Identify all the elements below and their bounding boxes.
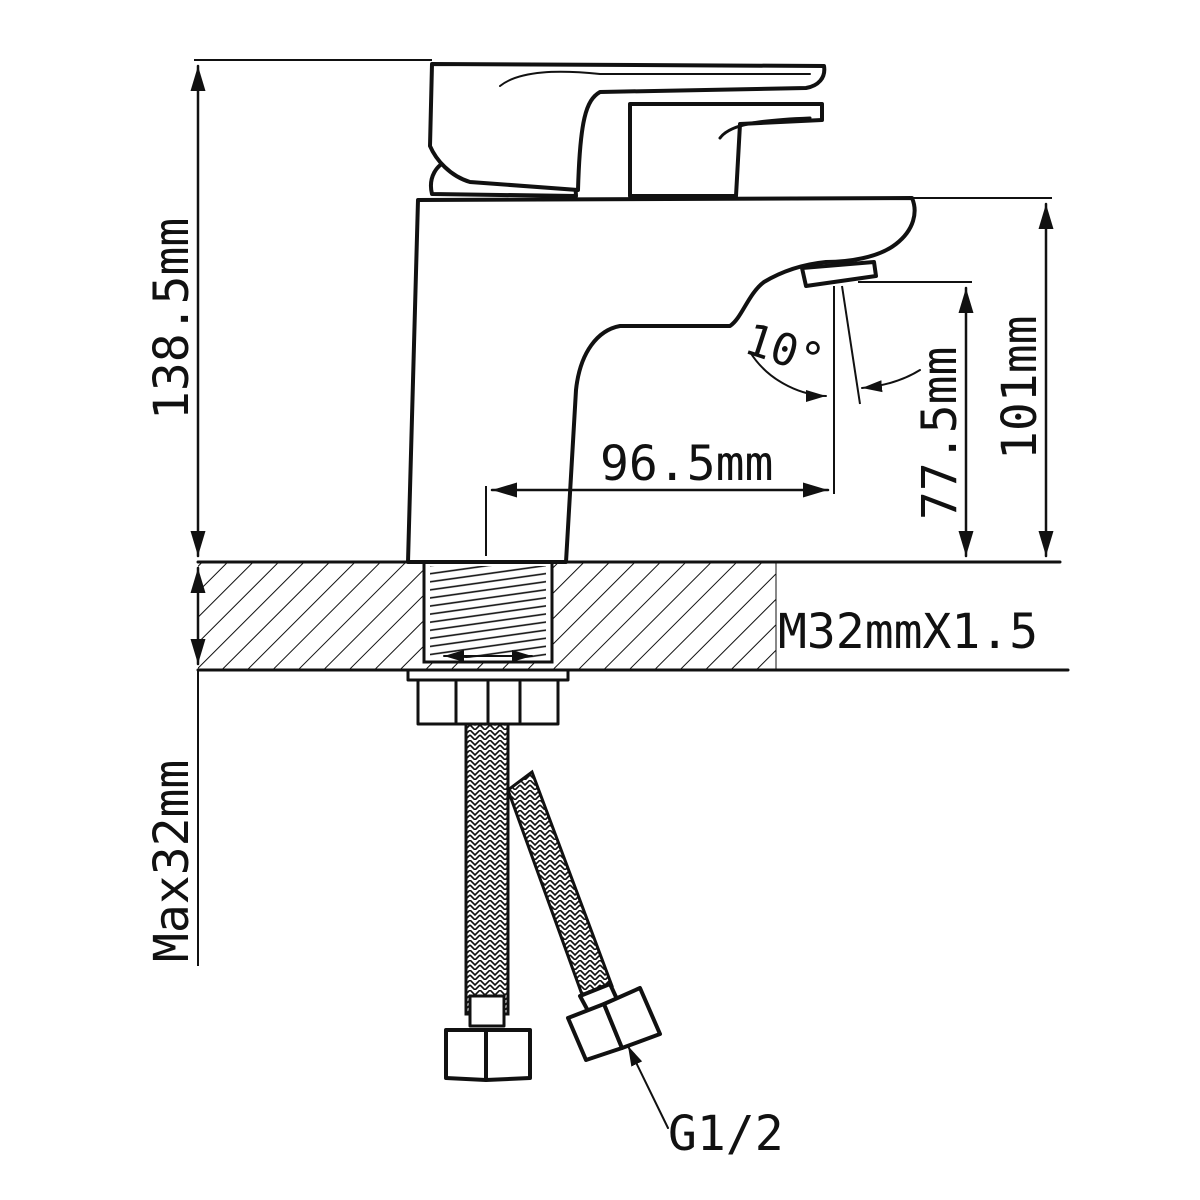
dimension-spout-height: 101mm [912, 197, 1054, 558]
spout-reach-label: 96.5mm [600, 436, 773, 492]
dimension-spout-reach: 96.5mm [485, 286, 835, 556]
dimension-max-deck: Max32mm [144, 566, 206, 966]
spout-height-label: 101mm [992, 316, 1048, 461]
thread-spec-label: M32mmX1.5 [778, 604, 1038, 660]
fixing-nut [406, 668, 570, 726]
flexible-hose-right [506, 769, 662, 1062]
total-height-label: 138.5mm [144, 218, 200, 420]
hose-connector-label: G1/2 [668, 1106, 784, 1162]
outlet-height-label: 77.5mm [912, 347, 968, 520]
dimension-total-height: 138.5mm [144, 59, 432, 558]
dimension-outlet-height: 77.5mm [858, 281, 974, 558]
flexible-hose-left [444, 722, 532, 1082]
hose-connector-callout: G1/2 [627, 1045, 784, 1162]
max-deck-label: Max32mm [144, 760, 200, 962]
thread-spec: M32mmX1.5 [778, 604, 1038, 660]
spout-angle-label: 10° [739, 314, 830, 387]
threaded-shank [422, 560, 554, 664]
dimension-spout-angle: 10° [739, 285, 921, 405]
faucet-body [406, 62, 917, 564]
